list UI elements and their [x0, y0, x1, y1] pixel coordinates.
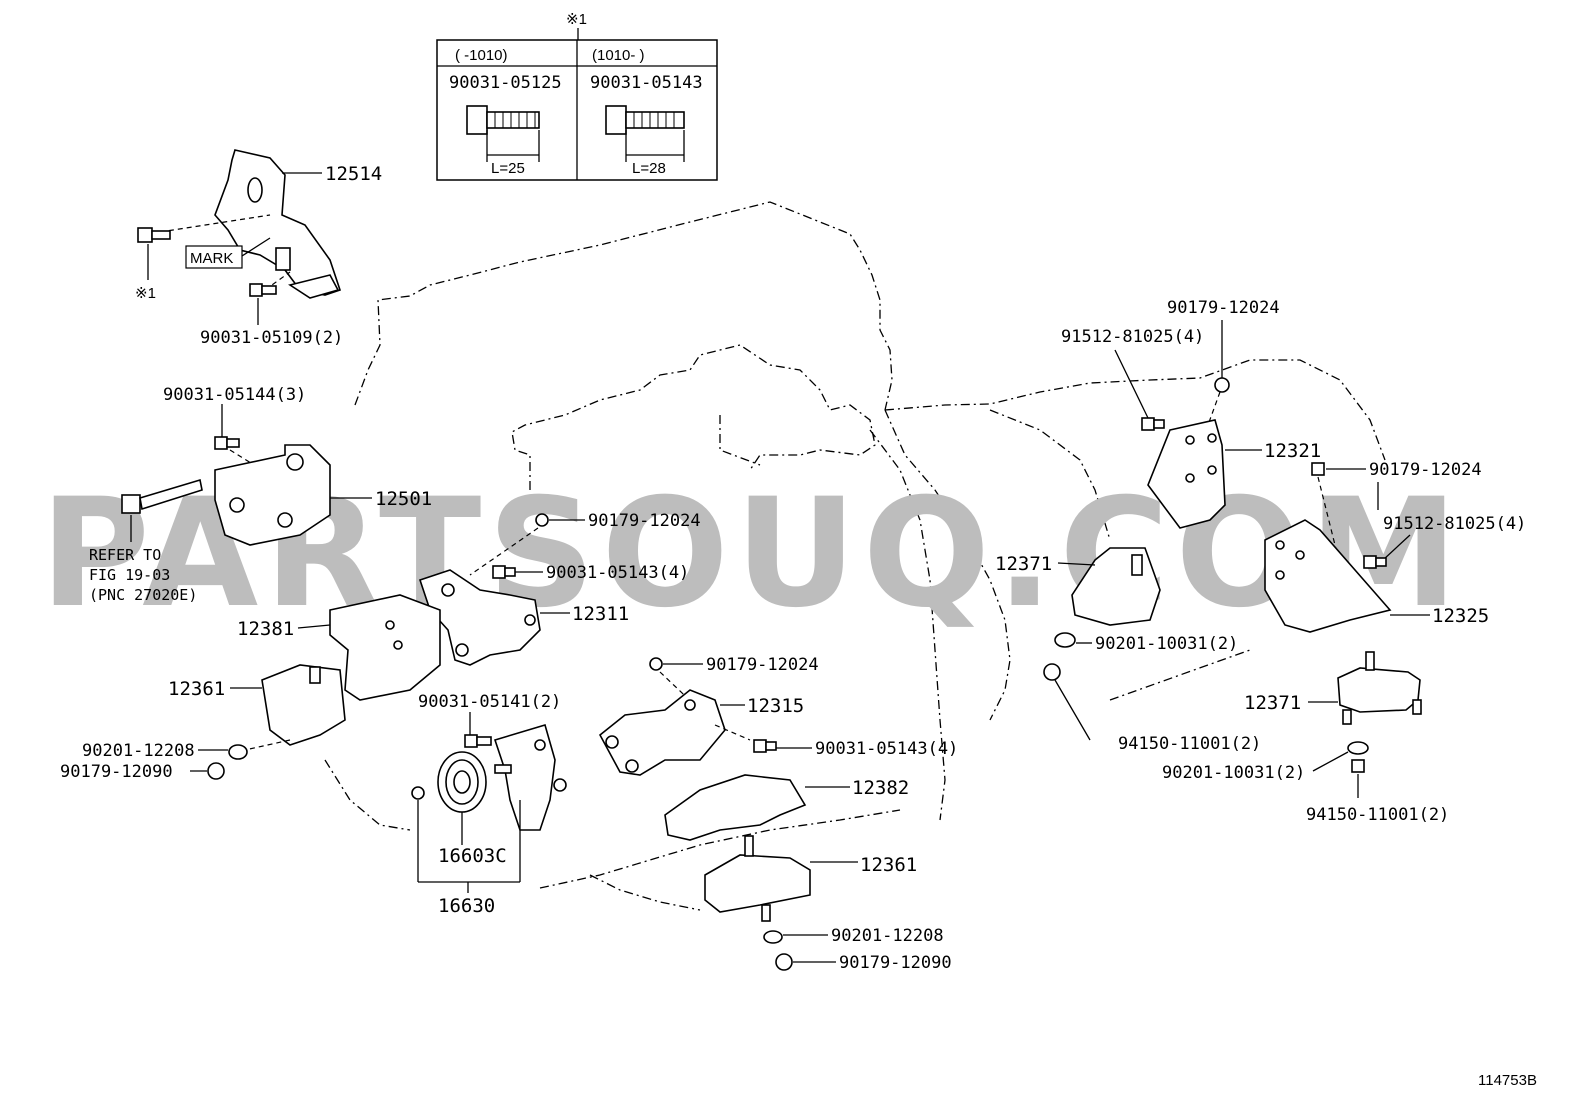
label-90031-05143-a: 90031-05143(4) — [546, 563, 689, 583]
label-94150-11001-a: 94150-11001(2) — [1118, 734, 1261, 754]
bolt-90031-05143-a-icon — [492, 565, 543, 579]
refer-note-line3: (PNC 27020E) — [89, 586, 197, 604]
refer-note-line2: FIG 19-03 — [89, 566, 170, 584]
bolt-l28-illustration — [605, 105, 685, 162]
label-90031-05144: 90031-05144(3) — [163, 385, 306, 405]
label-16603c: 16603C — [438, 845, 507, 867]
label-90179-12024-b: 90179-12024 — [706, 655, 819, 675]
note-table-col1-part: 90031-05125 — [449, 73, 562, 93]
label-90201-10031-b: 90201-10031(2) — [1162, 763, 1305, 783]
bracket-12501 — [214, 444, 372, 546]
washer-90201-10031-a-icon — [1054, 632, 1092, 648]
label-91512-81025-a: 91512-81025(4) — [1061, 327, 1204, 347]
insulator-12382 — [664, 774, 850, 841]
label-16630: 16630 — [438, 895, 495, 917]
nut-16630-icon — [411, 786, 425, 800]
bolt-marker-1-icon — [137, 227, 171, 280]
bracket-12311 — [418, 569, 570, 666]
bolt-91512-81025-a-icon — [1114, 349, 1165, 431]
bracket-16630-leader — [417, 800, 521, 893]
bracket-12315 — [598, 689, 745, 776]
bracket-12514 — [159, 149, 342, 299]
bolt-91512-81025-b-icon — [1363, 534, 1411, 569]
label-90179-12024-c: 90179-12024 — [1167, 298, 1280, 318]
label-90031-05109: 90031-05109(2) — [200, 328, 343, 348]
washer-90201-12208-a-icon — [198, 744, 248, 760]
washer-90201-12208-b-icon — [763, 930, 828, 944]
label-12501: 12501 — [375, 488, 432, 510]
label-12311: 12311 — [572, 603, 629, 625]
label-12361-a: 12361 — [168, 678, 225, 700]
nut-90179-12090-b-icon — [775, 953, 836, 971]
pulley-16603c — [437, 751, 487, 845]
insulator-12361-b — [704, 835, 858, 922]
engine-outline — [324, 201, 1386, 911]
bolt-90031-05143-b-icon — [714, 724, 812, 753]
label-90201-12208-a: 90201-12208 — [82, 741, 195, 761]
label-91512-81025-b: 91512-81025(4) — [1383, 514, 1526, 534]
label-90179-12024-d: 90179-12024 — [1369, 460, 1482, 480]
nut-90179-12024-c-icon — [1207, 320, 1230, 426]
insulator-12361-a — [230, 664, 346, 751]
washer-90201-10031-b-icon — [1312, 741, 1369, 772]
label-12371-a: 12371 — [995, 553, 1052, 575]
label-12371-b: 12371 — [1244, 692, 1301, 714]
label-12361-b: 12361 — [860, 854, 917, 876]
insulator-12371-b — [1308, 651, 1422, 725]
bracket-pulley — [493, 724, 567, 831]
label-90179-12090-b: 90179-12090 — [839, 953, 952, 973]
insulator-12381 — [297, 594, 441, 701]
note-table-col2-header: (1010- ) — [592, 47, 645, 64]
bolt-90031-05141-icon — [464, 712, 492, 748]
marker-label: ※1 — [135, 285, 156, 302]
label-90179-12024-a: 90179-12024 — [588, 511, 701, 531]
note-table-marker: ※1 — [566, 11, 587, 28]
note-table-col2-length: L=28 — [632, 160, 666, 177]
bolt-90031-05109-icon — [249, 283, 277, 325]
label-12514: 12514 — [325, 163, 382, 185]
long-bolt-icon — [121, 478, 203, 542]
label-90201-12208-b: 90201-12208 — [831, 926, 944, 946]
nut-94150-11001-b-icon — [1351, 759, 1365, 798]
label-94150-11001-b: 94150-11001(2) — [1306, 805, 1449, 825]
label-12325: 12325 — [1432, 605, 1489, 627]
bracket-12321 — [1147, 419, 1262, 529]
label-90031-05143-b: 90031-05143(4) — [815, 739, 958, 759]
refer-note-line1: REFER TO — [89, 546, 161, 564]
nut-90179-12024-a-icon — [469, 513, 585, 576]
label-12381: 12381 — [237, 618, 294, 640]
nut-94150-11001-a-icon — [1043, 663, 1091, 741]
note-table-col1-header: ( -1010) — [455, 47, 508, 64]
label-90201-10031-a: 90201-10031(2) — [1095, 634, 1238, 654]
mark-box — [185, 237, 271, 269]
mark-label: MARK — [190, 250, 233, 267]
figure-id: 114753B — [1478, 1072, 1537, 1089]
label-12382: 12382 — [852, 777, 909, 799]
nut-90179-12090-a-icon — [190, 762, 225, 780]
label-12321: 12321 — [1264, 440, 1321, 462]
note-table-col2-part: 90031-05143 — [590, 73, 703, 93]
label-90031-05141: 90031-05141(2) — [418, 692, 561, 712]
label-90179-12090-a: 90179-12090 — [60, 762, 173, 782]
bolt-90031-05144-icon — [214, 404, 276, 479]
insulator-12371-a — [1057, 547, 1161, 626]
note-table: ※1 ( -1010) (1010- ) 90031-05125 90031-0… — [436, 11, 718, 181]
bolt-l25-illustration — [466, 105, 540, 162]
note-table-col1-length: L=25 — [491, 160, 525, 177]
bracket-12325 — [1264, 519, 1430, 633]
label-12315: 12315 — [747, 695, 804, 717]
